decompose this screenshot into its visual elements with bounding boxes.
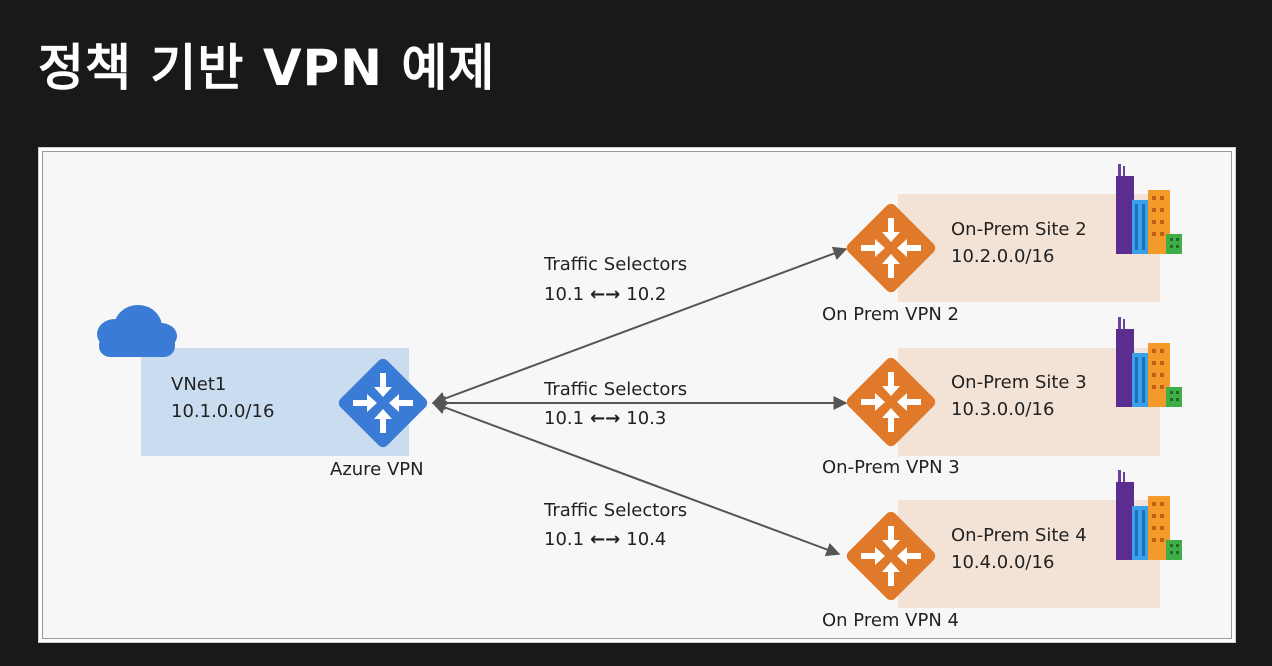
traffic-selector-title-3: Traffic Selectors [543, 379, 687, 400]
slide-title: 정책 기반 VPN 예제 [38, 39, 496, 97]
site-cidr-3: 10.3.0.0/16 [951, 399, 1054, 420]
site-cidr-4: 10.4.0.0/16 [951, 552, 1054, 573]
vnet-cidr: 10.1.0.0/16 [171, 401, 274, 422]
azure-gateway-label: Azure VPN [330, 459, 424, 480]
cloud-icon [97, 305, 177, 357]
site-name-4: On-Prem Site 4 [951, 525, 1087, 546]
onprem-gateway-4-icon [846, 511, 936, 601]
site-cidr-2: 10.2.0.0/16 [951, 246, 1054, 267]
onprem-gateway-3-icon [846, 357, 936, 447]
network-diagram: VNet1 10.1.0.0/16 Azure VPN [97, 164, 1182, 631]
traffic-selector-rule-4: 10.1←→10.4 [544, 529, 666, 550]
onprem-gateway-2-icon [846, 203, 936, 293]
building-icon-2 [1116, 164, 1182, 254]
onprem-gateway-label-3: On-Prem VPN 3 [822, 457, 960, 478]
building-icon-4 [1116, 470, 1182, 560]
traffic-selector-rule-2: 10.1←→10.2 [544, 284, 666, 305]
onprem-gateway-label-2: On Prem VPN 2 [822, 304, 959, 325]
vnet-name: VNet1 [171, 374, 226, 395]
bidirectional-arrow-icon: ←→ [590, 284, 620, 305]
connection-line-4 [431, 400, 841, 557]
onprem-gateway-label-4: On Prem VPN 4 [822, 610, 959, 631]
traffic-selector-rule-3: 10.1←→10.3 [544, 408, 666, 429]
bidirectional-arrow-icon: ←→ [590, 408, 620, 429]
building-icon-3 [1116, 317, 1182, 407]
site-name-2: On-Prem Site 2 [951, 219, 1087, 240]
bidirectional-arrow-icon: ←→ [590, 529, 620, 550]
traffic-selector-title-4: Traffic Selectors [543, 500, 687, 521]
diagram-canvas: VNet1 10.1.0.0/16 Azure VPN [42, 151, 1232, 639]
traffic-selector-title-2: Traffic Selectors [543, 254, 687, 275]
site-name-3: On-Prem Site 3 [951, 372, 1087, 393]
connection-line-2 [431, 246, 848, 406]
diagram-frame: VNet1 10.1.0.0/16 Azure VPN [38, 147, 1236, 643]
azure-gateway-icon [338, 358, 428, 448]
